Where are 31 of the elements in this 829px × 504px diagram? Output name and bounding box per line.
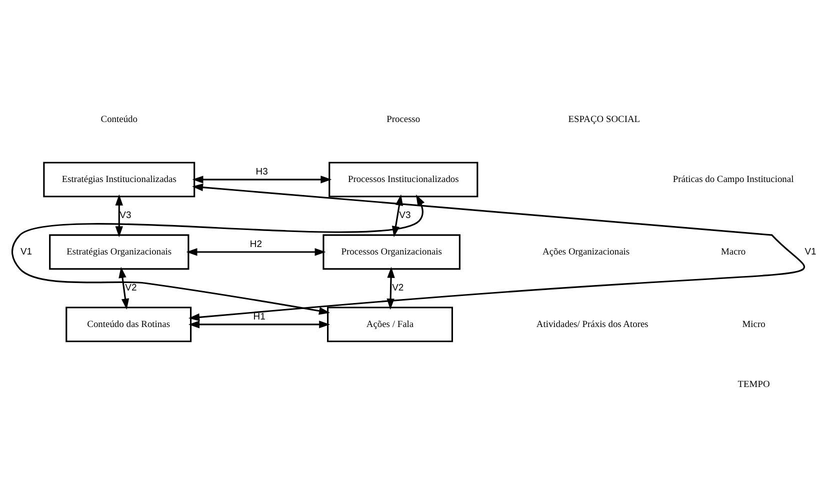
edge-label: V2 — [392, 282, 404, 294]
arrow — [118, 266, 130, 310]
label: Micro — [742, 320, 766, 330]
label: Práticas do Campo Institucional — [672, 175, 794, 185]
edge-label: V1 — [20, 246, 32, 258]
arrow — [386, 266, 395, 310]
node-box: Estratégias Institucionalizadas — [43, 162, 196, 198]
node-box: Processos Institucionalizados — [328, 162, 478, 198]
label: Conteúdo — [100, 114, 138, 125]
label: Macro — [720, 247, 746, 258]
node-box: Conteúdo das Rotinas — [66, 306, 192, 342]
arrow — [115, 194, 123, 238]
arrow — [188, 184, 804, 322]
edge-label: H2 — [250, 238, 262, 250]
label: Atividades/ Práxis dos Atores — [536, 320, 648, 330]
edge-label: H3 — [256, 166, 268, 178]
arrow — [192, 176, 332, 184]
label: Processo — [386, 114, 420, 125]
edge-label: V3 — [399, 210, 411, 222]
arrow — [12, 194, 425, 315]
node-box: Estratégias Organizacionais — [49, 234, 190, 270]
edge-label: H1 — [253, 311, 266, 322]
arrow — [186, 248, 326, 256]
label: Ações Organizacionais — [542, 247, 630, 258]
edge-label: V1 — [804, 246, 816, 258]
node-box: Processos Organizacionais — [322, 234, 460, 270]
edge-label: V2 — [125, 282, 137, 294]
arrow — [188, 320, 330, 328]
label: ESPAÇO SOCIAL — [568, 114, 640, 125]
node-box: Ações / Fala — [327, 306, 453, 342]
label: TEMPO — [738, 380, 770, 390]
